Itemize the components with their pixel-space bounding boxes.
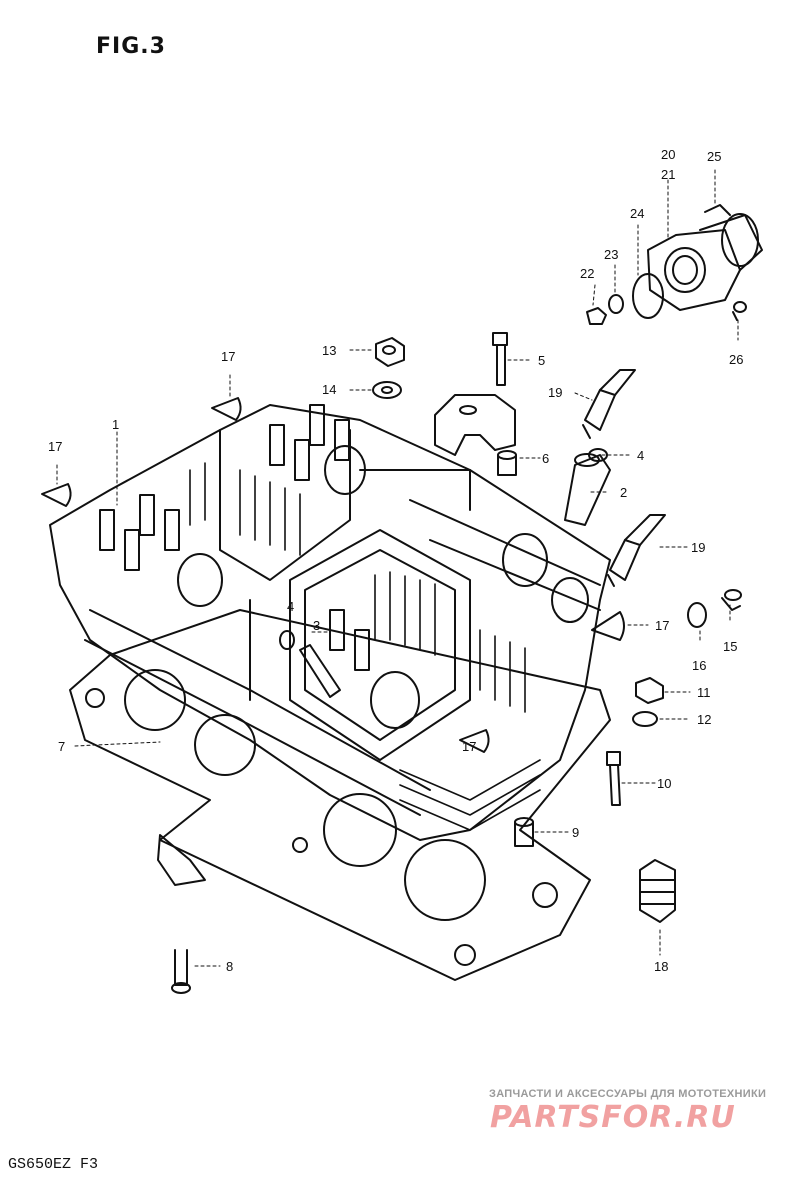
rubber-cushion (639, 859, 676, 923)
cam-end-cap (211, 397, 242, 421)
callout-number: 25 (707, 149, 722, 164)
callout-number: 18 (654, 959, 669, 974)
o-ring (588, 448, 608, 462)
callout-number: 6 (542, 451, 550, 466)
watermark-caption: ЗАПЧАСТИ И АКСЕССУАРЫ ДЛЯ МОТОТЕХНИКИ (489, 1088, 767, 1100)
cam-end-cap (41, 483, 72, 507)
callout-number: 4 (637, 448, 645, 463)
callout-number: 7 (58, 739, 66, 754)
watermark-logo: PARTSFOR.RU (490, 1100, 736, 1135)
screw (721, 589, 742, 611)
callout-number: 17 (48, 439, 63, 454)
bolt (492, 332, 508, 386)
spark-plug (582, 369, 636, 439)
guide-tube (299, 644, 341, 698)
callout-number: 20 (661, 147, 676, 162)
callout-number: 14 (322, 382, 337, 397)
spark-plug (607, 514, 666, 587)
o-ring (279, 630, 295, 650)
leader-lines (56, 169, 739, 967)
callout-number: 15 (723, 639, 738, 654)
head-gasket (69, 609, 611, 981)
callout-number: 17 (221, 349, 236, 364)
callout-number: 17 (655, 618, 670, 633)
washer (608, 294, 624, 314)
callout-number: 17 (462, 739, 477, 754)
plug-tube (564, 453, 611, 526)
callout-number: 2 (620, 485, 628, 500)
cam-holder (434, 394, 516, 456)
callout-number: 26 (729, 352, 744, 367)
callout-number: 13 (322, 343, 337, 358)
washer (632, 711, 658, 727)
callout-number: 23 (604, 247, 619, 262)
callout-number: 19 (691, 540, 706, 555)
washer-hole (381, 386, 393, 394)
cam-end-cap (591, 611, 625, 641)
model-code: GS650EZ F3 (8, 1156, 99, 1173)
cam-end-cap (459, 729, 490, 753)
nut (586, 307, 607, 325)
bolt (171, 949, 191, 994)
dowel-pin (514, 817, 534, 847)
cam-bearing-bores (177, 445, 589, 729)
head-studs (99, 404, 370, 671)
callout-number: 10 (657, 776, 672, 791)
screw (732, 301, 747, 321)
callout-number: 9 (572, 825, 580, 840)
hose-clamp (704, 204, 759, 267)
dowel-pin (497, 450, 517, 476)
nut (375, 337, 405, 367)
callout-number: 3 (313, 618, 321, 633)
callout-number: 4 (287, 599, 295, 614)
callout-number: 21 (661, 167, 676, 182)
callout-number: 22 (580, 266, 595, 281)
washer (372, 381, 402, 399)
callout-number: 24 (630, 206, 645, 221)
nut (635, 677, 664, 704)
callout-number: 11 (697, 685, 711, 700)
callout-number: 1 (112, 417, 120, 432)
bolt (606, 751, 621, 806)
figure-title: FIG.3 (96, 34, 166, 59)
washer (687, 602, 707, 628)
callout-number: 19 (548, 385, 563, 400)
callout-number: 5 (538, 353, 546, 368)
cylinder-head (49, 404, 611, 841)
cooling-fins (189, 455, 541, 831)
o-ring (632, 273, 664, 319)
callout-number: 8 (226, 959, 234, 974)
callout-number: 16 (692, 658, 707, 673)
callout-number: 12 (697, 712, 712, 727)
intake-pipe (647, 214, 763, 311)
